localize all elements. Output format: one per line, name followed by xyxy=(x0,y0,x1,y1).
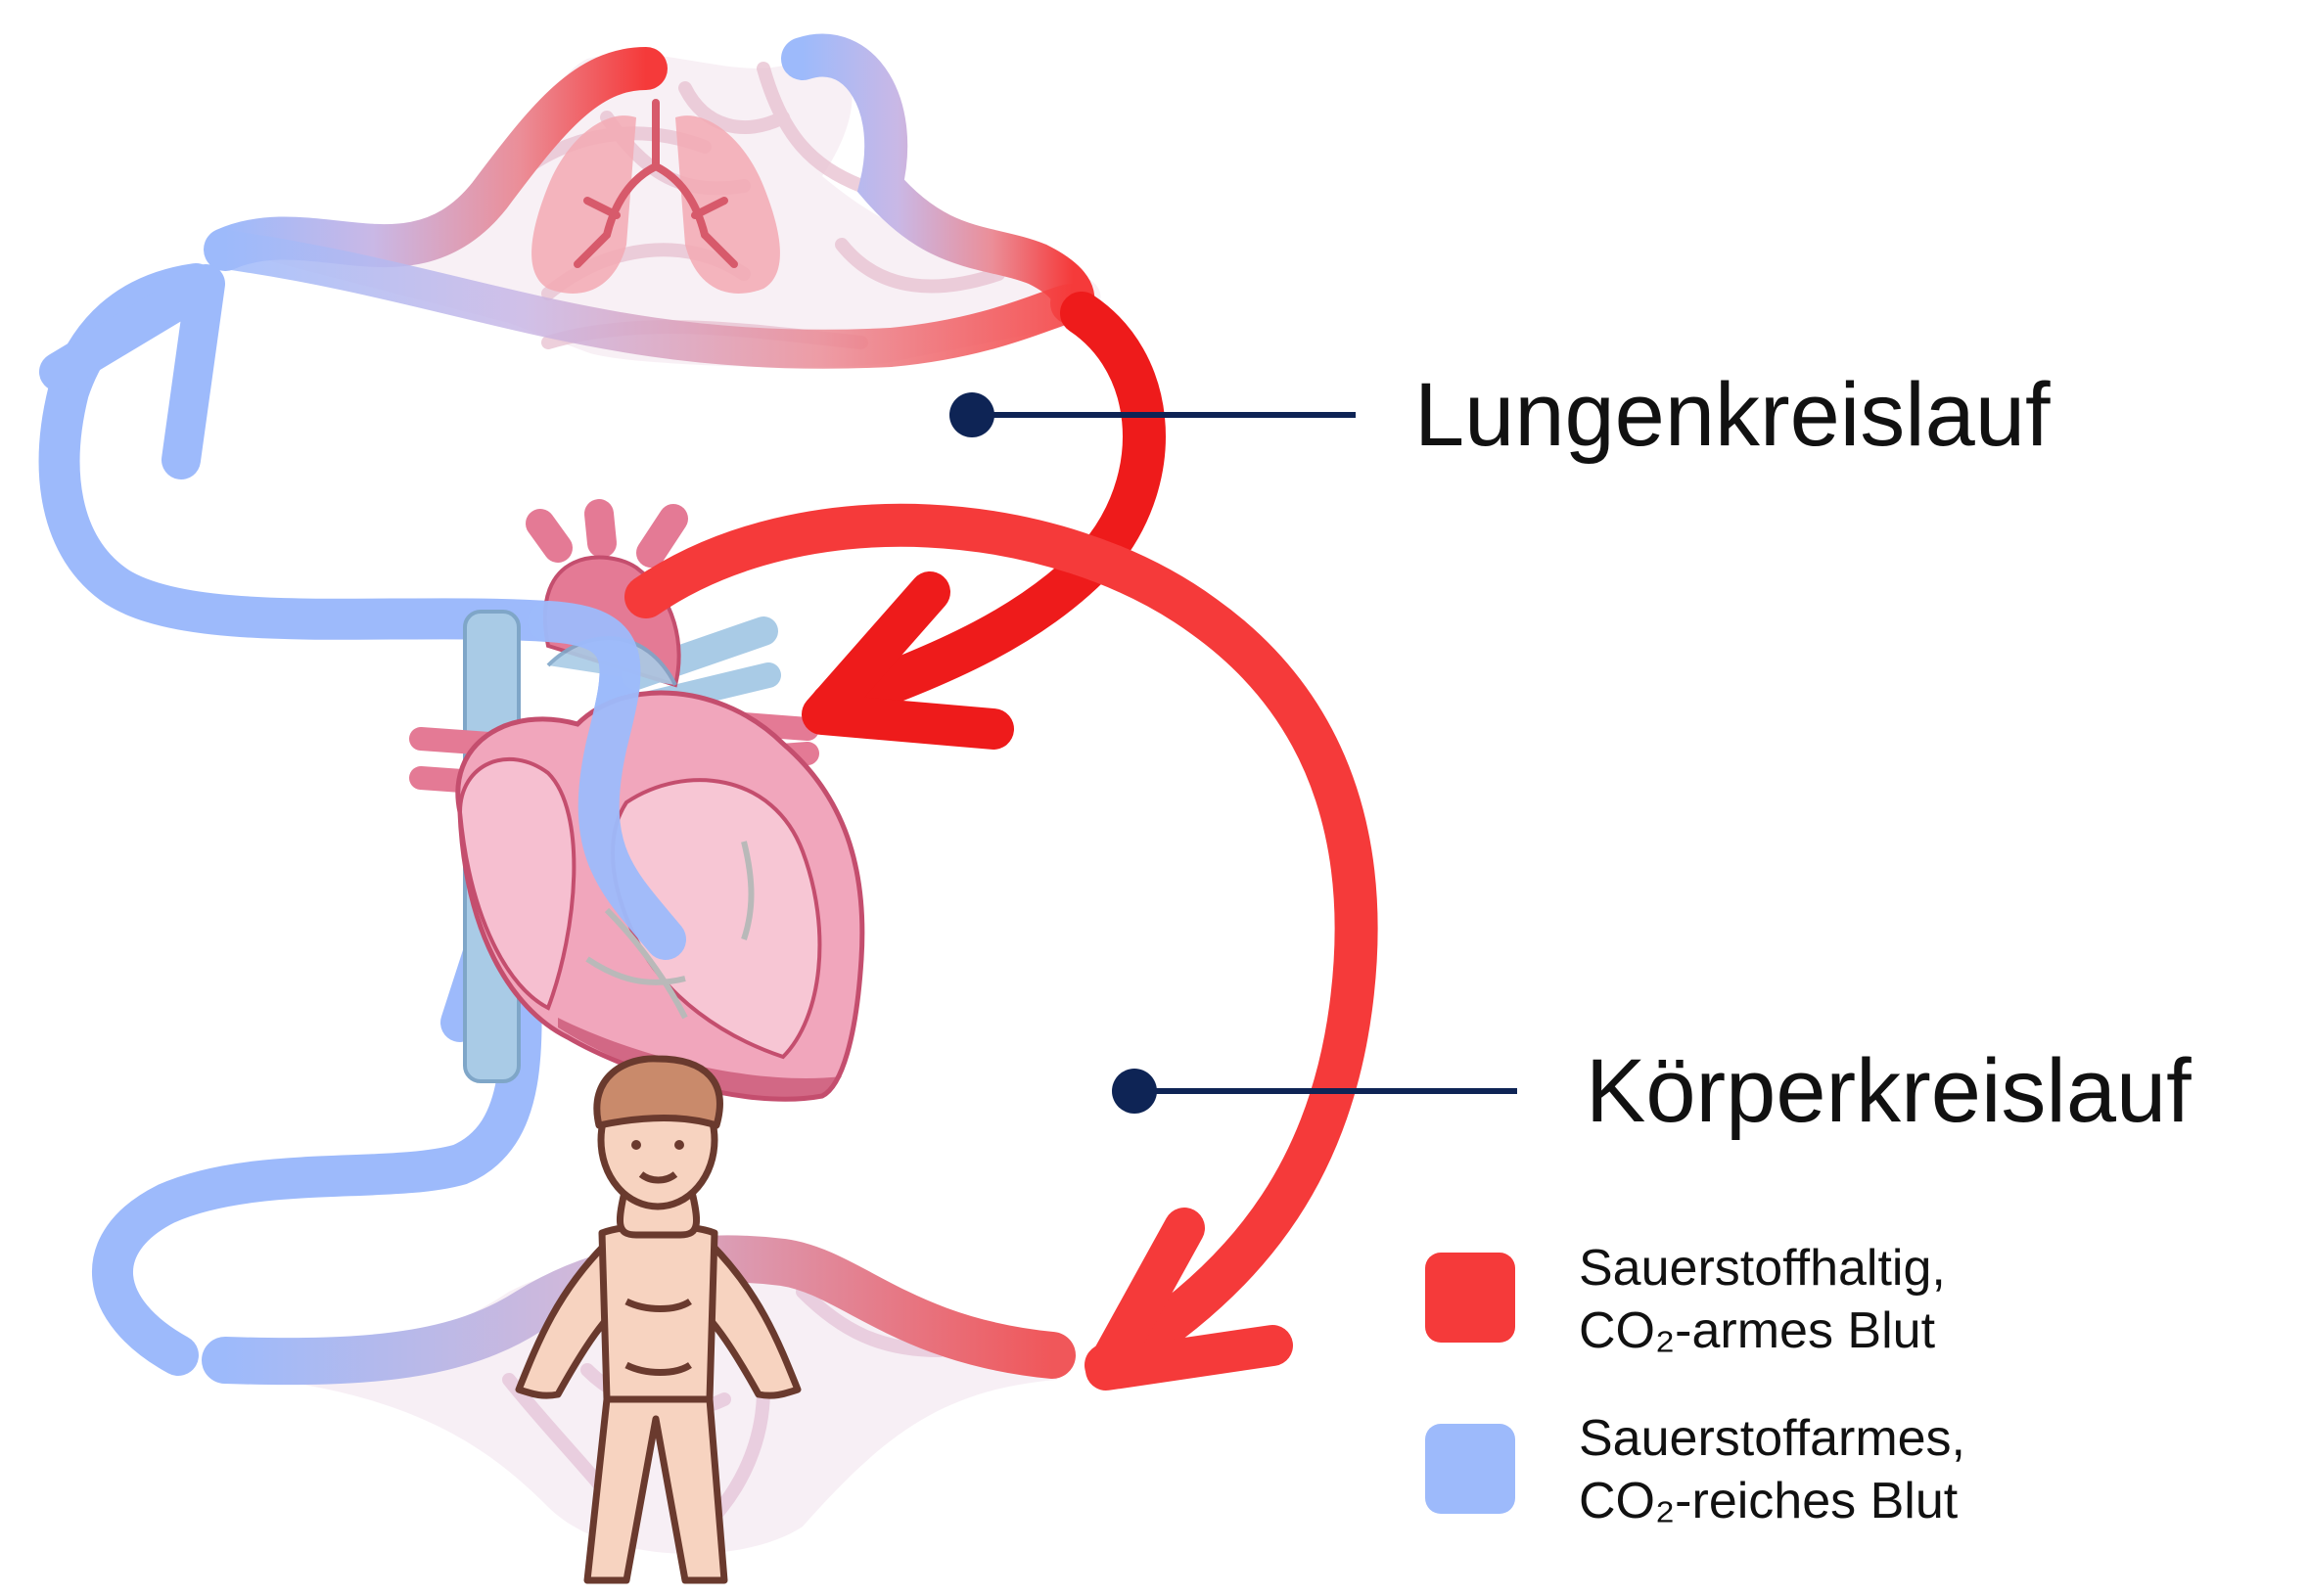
legend-label-line2: CO₂-armes Blut xyxy=(1579,1302,1936,1359)
legend-swatch-oxygenated xyxy=(1425,1253,1515,1343)
systemic-label: Körperkreislauf xyxy=(1586,1041,2192,1141)
legend-label-line2: CO₂-reiches Blut xyxy=(1579,1473,1959,1529)
legend-swatch-deoxygenated xyxy=(1425,1424,1515,1514)
systemic-callout xyxy=(1112,1069,1517,1114)
oxygenated-flow xyxy=(624,292,1378,1391)
legend-item-oxygenated: Sauerstoffhaltig, CO₂-armes Blut xyxy=(1425,1240,1946,1359)
pulmonary-callout xyxy=(949,392,1356,437)
legend-label-line1: Sauerstoffhaltig, xyxy=(1579,1240,1946,1297)
pulmonary-capillary-network xyxy=(204,33,1101,369)
legend: Sauerstoffhaltig, CO₂-armes Blut Sauerst… xyxy=(1425,1240,1965,1529)
deoxygenated-flow-over-heart xyxy=(528,601,686,960)
lungs-icon xyxy=(531,99,780,294)
person-icon xyxy=(515,1055,802,1584)
legend-label-line1: Sauerstoffarmes, xyxy=(1579,1410,1965,1467)
pulmonary-label: Lungenkreislauf xyxy=(1414,365,2051,465)
legend-item-deoxygenated: Sauerstoffarmes, CO₂-reiches Blut xyxy=(1425,1410,1965,1529)
heart-icon xyxy=(409,499,865,1102)
